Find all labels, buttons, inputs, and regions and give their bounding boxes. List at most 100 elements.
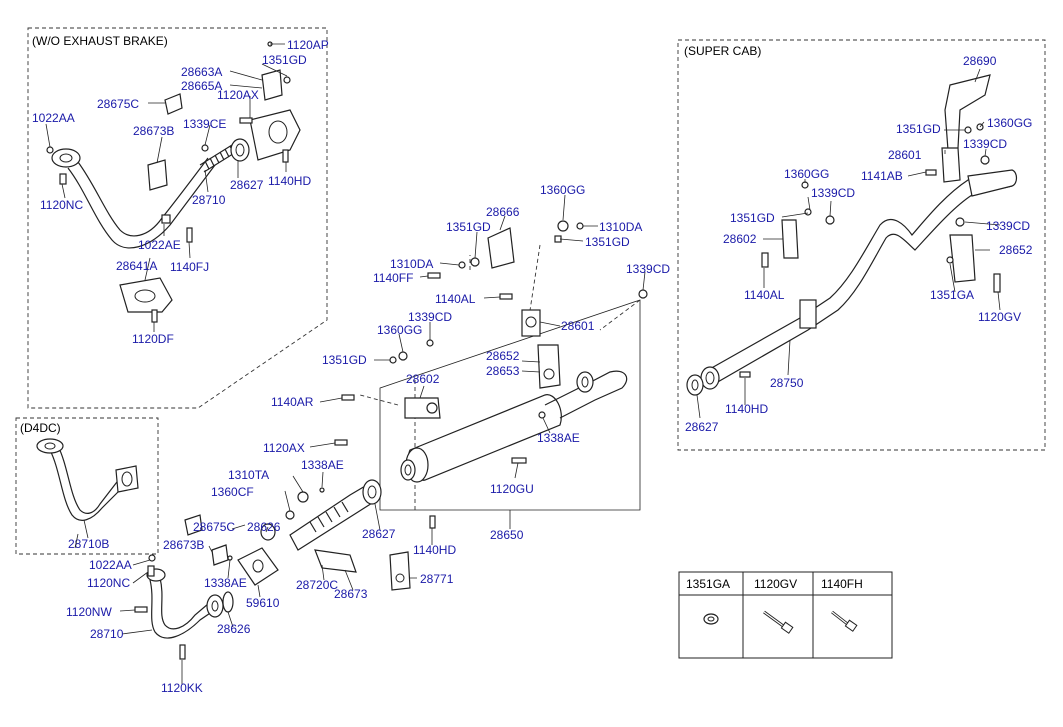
nut-1339cd-c (825, 215, 835, 225)
bolt-1140al-b (761, 252, 769, 268)
label-1351gd-m3: 1351GD (322, 353, 367, 367)
label-28675c-m: 28675C (193, 520, 235, 534)
bolt-1120nc-m (147, 565, 155, 577)
bracket-28690 (944, 74, 991, 151)
label-28750: 28750 (770, 376, 804, 390)
wo-exhaust-brake-caption: (W/O EXHAUST BRAKE) (32, 34, 168, 48)
bracket-28652-b (949, 234, 976, 283)
bolt-1120nc-upper (59, 173, 67, 185)
bolt-1120ax-upper (239, 117, 253, 124)
label-28710-a: 28710 (192, 193, 226, 207)
nut-1339cd-b (980, 155, 990, 165)
tail-pipe-28750 (686, 74, 1018, 396)
label-1120nw: 1120NW (66, 605, 112, 619)
bracket-28673-m (314, 549, 357, 573)
label-1338ae-m: 1338AE (537, 431, 580, 445)
label-28675c-a: 28675C (97, 97, 139, 111)
super-cab-frame (677, 39, 1046, 451)
label-1339cd-b: 1339CD (963, 137, 1007, 151)
label-1351gd-c: 1351GD (730, 211, 775, 225)
label-28652-m: 28652 (486, 349, 520, 363)
label-1141ab: 1141AB (861, 169, 903, 183)
bracket-28652-m (537, 344, 561, 389)
label-1140al-m: 1140AL (435, 292, 476, 306)
label-1339cd-m2: 1339CD (626, 262, 670, 276)
muffler-28650 (400, 370, 628, 483)
bolt-1140hd-b (739, 371, 751, 378)
bolt-1120df (151, 309, 158, 323)
bracket-28663a (261, 69, 283, 101)
label-28673-m: 28673 (334, 587, 368, 601)
washer-1360gg-m (557, 220, 569, 232)
label-28710b: 28710B (68, 537, 109, 551)
washer-icon (703, 613, 719, 625)
clip-1338ae-m (538, 411, 546, 419)
label-1022ae: 1022AE (138, 238, 181, 252)
bolt-1140ar (341, 394, 355, 401)
label-1360gg-m: 1360GG (540, 183, 585, 197)
label-28652-b: 28652 (999, 243, 1033, 257)
label-1338ae-m3: 1338AE (204, 576, 247, 590)
label-1120kk: 1120KK (161, 681, 203, 695)
label-1339ce: 1339CE (183, 117, 226, 131)
muffler-callout-frame (379, 299, 641, 511)
leader-lines-super-cab (696, 68, 1001, 419)
label-28673b-m: 28673B (163, 538, 204, 552)
front-pipe-28710b (36, 438, 139, 521)
nut-1339ce (201, 144, 209, 152)
bolt-1022aa-m (148, 554, 156, 562)
label-1140hd-b: 1140HD (725, 402, 768, 416)
wo-exhaust-brake-frame (27, 27, 328, 409)
leader-lines-upper (45, 43, 288, 332)
legend-header-1140fh: 1140FH (821, 577, 863, 591)
label-1120ap: 1120AP (287, 38, 329, 52)
label-28771: 28771 (420, 572, 454, 586)
bolt-1141ab (925, 169, 937, 176)
label-1140ar: 1140AR (271, 395, 314, 409)
label-28650: 28650 (490, 528, 524, 542)
label-1360cf: 1360CF (211, 485, 254, 499)
bolt-1140fj (186, 227, 193, 243)
label-28601-b: 28601 (888, 148, 922, 162)
label-1310da-m2: 1310DA (599, 220, 642, 234)
label-1351gd-m2: 1351GD (585, 235, 630, 249)
nut-1310da-m1 (458, 261, 466, 269)
nut-1310da-m2 (576, 222, 584, 230)
label-1140al-b: 1140AL (744, 288, 785, 302)
wo-exhaust-brake-group: (W/O EXHAUST BRAKE) (27, 27, 329, 409)
label-28665a: 28665A (181, 79, 222, 93)
bolt-1120kk (179, 644, 186, 660)
label-28626-m2: 28626 (217, 622, 251, 636)
clip-1338ae-m2 (319, 487, 325, 493)
label-28641a: 28641A (116, 259, 157, 273)
label-28602-m: 28602 (406, 372, 440, 386)
label-1360gg-b: 1360GG (987, 116, 1032, 130)
label-1120nc-m: 1120NC (87, 576, 130, 590)
bolt-1140ff (427, 272, 441, 279)
fastener-legend-table: 1351GA 1120GV 1140FH (678, 571, 893, 659)
label-1140hd-a: 1140HD (268, 174, 311, 188)
super-cab-group: (SUPER CAB) (677, 39, 1046, 451)
label-28690: 28690 (963, 54, 997, 68)
label-28627-b: 28627 (685, 420, 719, 434)
front-pipe-upper (46, 41, 301, 323)
nut-1339cd-d (955, 217, 965, 227)
gasket-28626-m2 (222, 591, 234, 613)
label-1140hd-m: 1140HD (413, 543, 456, 557)
label-1140fj: 1140FJ (170, 260, 209, 274)
hanger-28601-b (941, 147, 961, 183)
washer-1351gd-upper (283, 76, 291, 84)
long-bolt-icon (763, 610, 794, 634)
washer-1360cf (285, 510, 295, 520)
label-1022aa-m: 1022AA (89, 558, 132, 572)
label-1310ta: 1310TA (228, 468, 269, 482)
bolt-1140hd-upper (282, 149, 289, 163)
washer-1351ga (946, 256, 954, 264)
label-1120ax-a: 1120AX (217, 88, 259, 102)
bracket-28675c-m (184, 514, 203, 536)
d4dc-frame (15, 417, 159, 555)
label-1351gd-m1: 1351GD (446, 220, 491, 234)
label-28626-m1: 28626 (247, 520, 281, 534)
bolt-1120gv (993, 273, 1001, 293)
